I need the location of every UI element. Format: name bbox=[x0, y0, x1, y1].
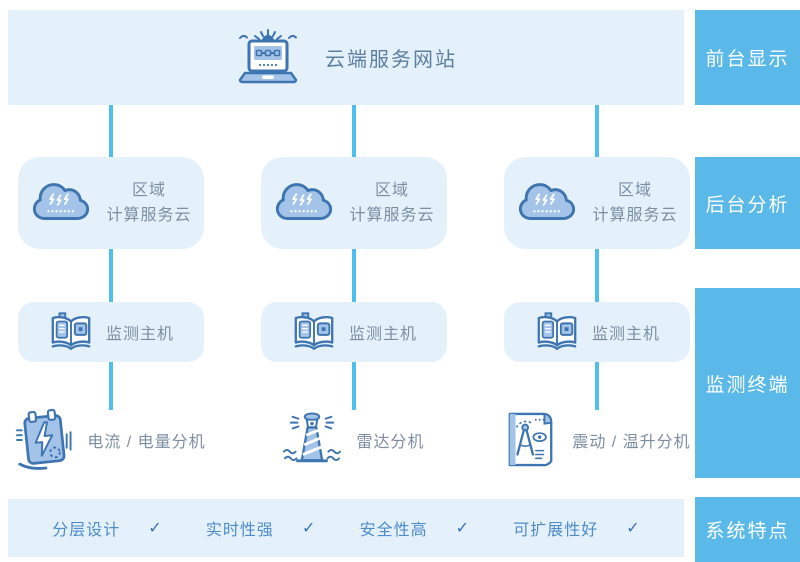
feature-item: 安全性高 ✓ bbox=[360, 516, 469, 540]
power-clipboard-icon bbox=[16, 408, 72, 472]
region-cloud-line1: 区域 bbox=[374, 182, 409, 199]
connector-line bbox=[352, 362, 356, 410]
region-cloud-label: 区域 计算服务云 bbox=[106, 178, 191, 228]
stage-label-frontend: 前台显示 bbox=[695, 10, 800, 105]
feature-item: 可扩展性好 ✓ bbox=[513, 516, 639, 540]
region-cloud-line2: 计算服务云 bbox=[106, 207, 192, 224]
open-book-monitor-icon bbox=[534, 311, 580, 353]
feature-label: 分层设计 bbox=[52, 522, 121, 539]
rain-cloud-icon bbox=[30, 181, 92, 225]
region-cloud-node: 区域 计算服务云 bbox=[18, 157, 204, 249]
stage-label-backend: 后台分析 bbox=[695, 157, 800, 249]
open-book-monitor-icon bbox=[48, 311, 94, 353]
monitor-host-node: 监测主机 bbox=[261, 302, 447, 362]
laptop-network-icon bbox=[235, 28, 301, 87]
region-cloud-label: 区域 计算服务云 bbox=[349, 178, 434, 228]
monitor-host-node: 监测主机 bbox=[18, 302, 204, 362]
region-cloud-line1: 区域 bbox=[131, 182, 166, 199]
current-power-unit-label: 电流 / 电量分机 bbox=[87, 434, 206, 451]
connector-line bbox=[352, 249, 356, 302]
feature-label: 安全性高 bbox=[359, 522, 428, 539]
lighthouse-icon bbox=[283, 410, 342, 470]
monitor-host-node: 监测主机 bbox=[504, 302, 690, 362]
radar-unit-label: 雷达分机 bbox=[356, 434, 425, 451]
cloud-website-banner: 云端服务网站 bbox=[8, 10, 684, 105]
connector-line bbox=[352, 105, 356, 157]
current-power-unit: 电流 / 电量分机 bbox=[11, 404, 211, 476]
vibration-temp-unit: 震动 / 温升分机 bbox=[497, 404, 697, 476]
monitor-host-label: 监测主机 bbox=[591, 326, 660, 343]
open-book-monitor-icon bbox=[291, 311, 337, 353]
check-icon: ✓ bbox=[455, 520, 470, 537]
diagram-title: 云端服务网站 bbox=[325, 49, 457, 71]
region-cloud-line1: 区域 bbox=[617, 182, 652, 199]
connector-line bbox=[595, 249, 599, 302]
feature-label: 实时性强 bbox=[205, 522, 274, 539]
stage-label-terminal: 监测终端 bbox=[695, 288, 800, 478]
check-icon: ✓ bbox=[148, 520, 162, 537]
monitor-host-label: 监测主机 bbox=[105, 326, 174, 343]
stage-label-features: 系统特点 bbox=[695, 497, 800, 562]
feature-label: 可扩展性好 bbox=[513, 522, 599, 539]
check-icon: ✓ bbox=[301, 520, 316, 537]
connector-line bbox=[595, 105, 599, 157]
feature-item: 分层设计 ✓ bbox=[52, 516, 161, 540]
region-cloud-line2: 计算服务云 bbox=[349, 207, 435, 224]
feature-item: 实时性强 ✓ bbox=[206, 516, 315, 540]
connector-line bbox=[109, 105, 113, 157]
region-cloud-node: 区域 计算服务云 bbox=[261, 157, 447, 249]
rain-cloud-icon bbox=[516, 181, 578, 225]
region-cloud-label: 区域 计算服务云 bbox=[592, 178, 677, 228]
monitor-host-label: 监测主机 bbox=[348, 326, 417, 343]
region-cloud-node: 区域 计算服务云 bbox=[504, 157, 690, 249]
compass-scroll-icon bbox=[503, 410, 557, 470]
features-banner: 分层设计 ✓ 实时性强 ✓ 安全性高 ✓ 可扩展性好 ✓ bbox=[8, 499, 684, 557]
region-cloud-line2: 计算服务云 bbox=[592, 207, 678, 224]
radar-unit: 雷达分机 bbox=[254, 404, 454, 476]
connector-line bbox=[109, 249, 113, 302]
rain-cloud-icon bbox=[273, 181, 335, 225]
check-icon: ✓ bbox=[626, 520, 640, 537]
connector-line bbox=[595, 362, 599, 410]
connector-line bbox=[109, 362, 113, 410]
vibration-temp-unit-label: 震动 / 温升分机 bbox=[572, 434, 691, 451]
